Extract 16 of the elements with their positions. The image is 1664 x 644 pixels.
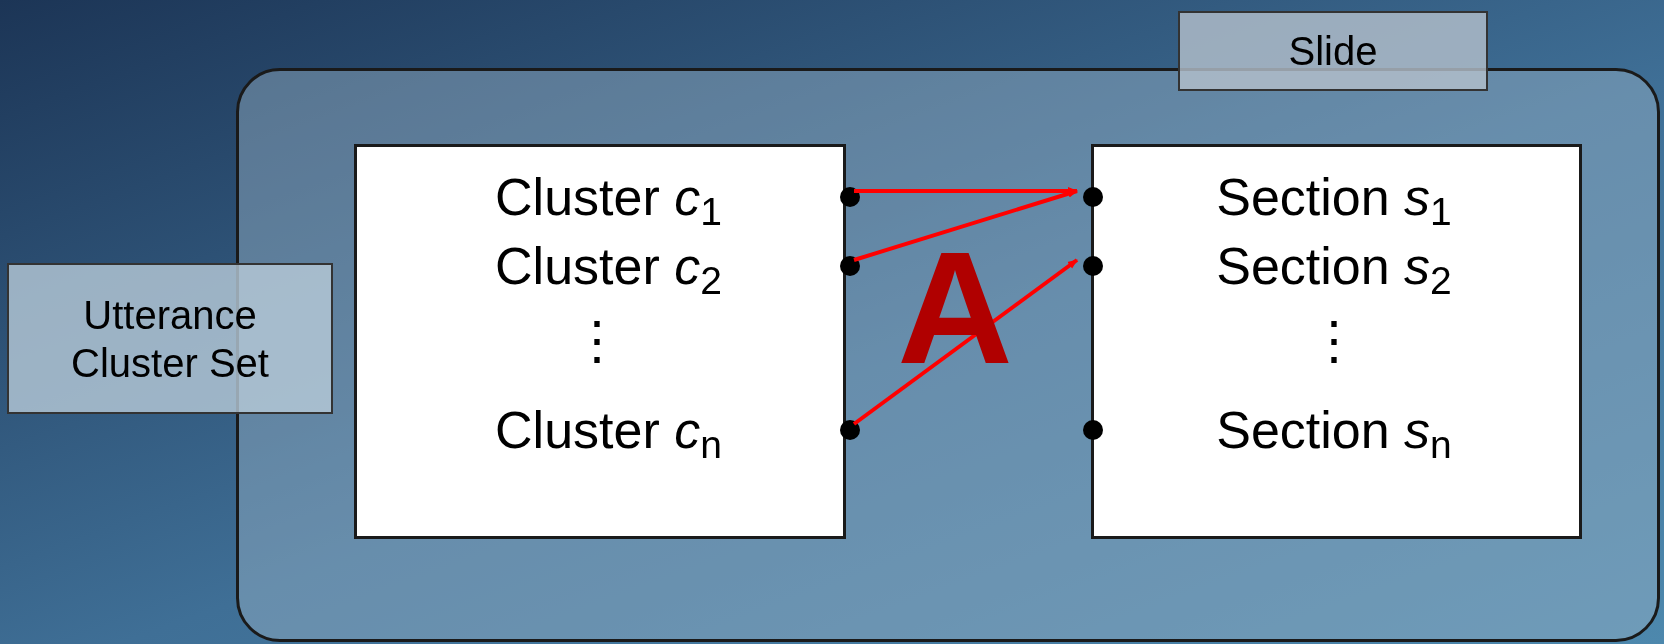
arrow [852, 258, 1079, 426]
arrow [853, 189, 1078, 262]
set-tag [7, 263, 333, 414]
ellipsis: ⋮ [571, 314, 623, 366]
ellipsis: ⋮ [1307, 314, 1360, 366]
item-label: Section s$_{n}$ [1216, 400, 1452, 468]
slide-tab [1178, 11, 1488, 91]
item-label: Section s$_{1}$ [1216, 167, 1452, 235]
arrow [854, 187, 1078, 195]
item-label: Cluster c$_{2}$ [495, 236, 722, 304]
tag-label: Utterance Cluster Set [70, 291, 270, 387]
item-label: Section s$_{2}$ [1216, 236, 1452, 304]
matrix-label: A [897, 228, 1013, 388]
tag-label: Slide [1288, 28, 1378, 75]
item-label: Cluster c$_{n}$ [495, 400, 722, 468]
item-label: Cluster c$_{1}$ [495, 167, 722, 235]
